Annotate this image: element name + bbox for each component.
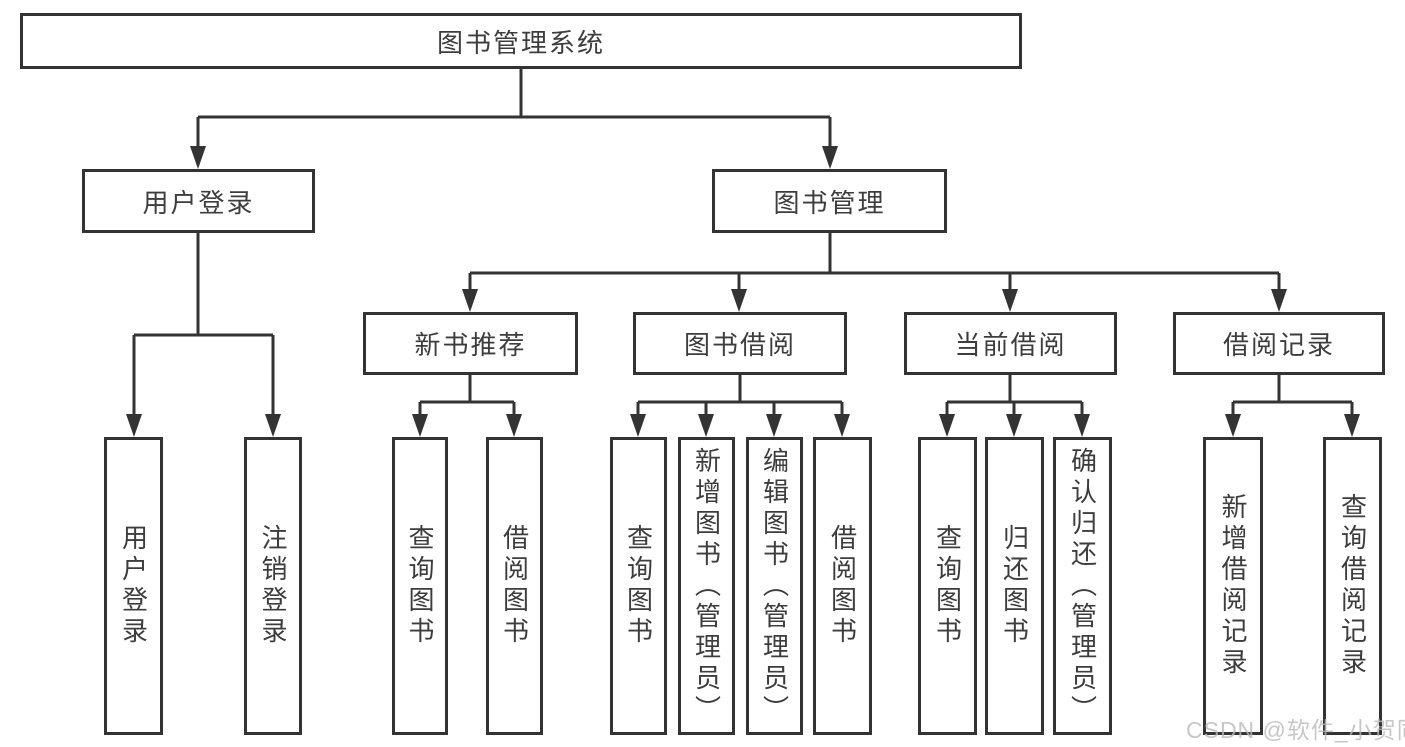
node-library-management-system: 图书管理系统 [20, 13, 1022, 69]
leaf-edit-book-admin: 编辑图书（管理员） [746, 437, 803, 735]
node-book-borrow: 图书借阅 [633, 312, 847, 375]
csdn-watermark: CSDN @软件_小贺同学 [1186, 717, 1405, 743]
connector-newbook-to-children [418, 375, 516, 418]
arrowheads [126, 146, 1360, 437]
leaf-add-borrow-record: 新增借阅记录 [1203, 437, 1263, 735]
connector-root-to-level2 [196, 69, 832, 150]
connector-borrowbook-to-children [636, 375, 844, 418]
node-book-management: 图书管理 [712, 169, 947, 233]
node-borrow-record: 借阅记录 [1173, 312, 1385, 375]
leaf-return-book: 归还图书 [985, 437, 1044, 735]
node-user-login: 用户登录 [82, 169, 315, 233]
leaf-user-login: 用户登录 [104, 437, 163, 735]
leaf-logout: 注销登录 [244, 437, 302, 735]
leaf-confirm-return-admin: 确认归还（管理员） [1053, 437, 1112, 735]
connector-currentborrow-to-children [945, 375, 1084, 418]
node-new-book-recommend: 新书推荐 [363, 312, 578, 375]
leaf-borrow-book-recommend: 借阅图书 [486, 437, 543, 735]
leaf-query-book-recommend: 查询图书 [392, 437, 448, 735]
leaf-query-book-borrow: 查询图书 [610, 437, 667, 735]
connector-borrowrecord-to-children [1231, 375, 1354, 418]
leaf-query-borrow-record: 查询借阅记录 [1323, 437, 1382, 735]
node-current-borrow: 当前借阅 [904, 312, 1117, 375]
leaf-query-book-current: 查询图书 [918, 437, 977, 735]
connector-bookmgmt-to-level3 [468, 233, 1281, 293]
leaf-borrow-book: 借阅图书 [813, 437, 872, 735]
leaf-add-book-admin: 新增图书（管理员） [678, 437, 735, 735]
connector-userlogin-to-children [132, 233, 275, 418]
